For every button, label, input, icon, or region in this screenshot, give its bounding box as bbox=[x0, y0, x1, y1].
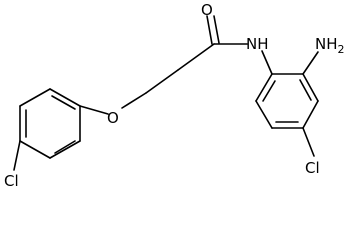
bond bbox=[255, 100, 273, 129]
atom-label-cl-right: Cl bbox=[305, 159, 320, 177]
atom-label-cl-left: Cl bbox=[4, 172, 19, 189]
atom-label-o-ether: O bbox=[107, 109, 119, 127]
aminochlorophenyl-ring bbox=[255, 73, 319, 129]
chlorophenyl-ring bbox=[19, 88, 81, 159]
atom-label-nh: NH bbox=[246, 35, 269, 53]
bond bbox=[302, 100, 319, 129]
structure-svg: Cl O O NH NH2 Cl bbox=[4, 1, 345, 189]
atom-label-o-carbonyl: O bbox=[201, 1, 213, 19]
bond-ring-cl bbox=[302, 127, 315, 157]
bond bbox=[19, 140, 51, 159]
atom-label-nh2: NH2 bbox=[315, 35, 345, 56]
bond-carbonyl-double-1 bbox=[206, 15, 213, 45]
bond-ring-cl bbox=[13, 140, 21, 171]
bond bbox=[302, 73, 319, 102]
bond-ch2-carbonyl bbox=[177, 43, 215, 71]
bond bbox=[19, 88, 51, 107]
double-bond bbox=[299, 79, 312, 101]
bond bbox=[49, 140, 81, 159]
bond bbox=[49, 88, 81, 107]
double-bond bbox=[51, 95, 76, 110]
double-bond bbox=[262, 80, 276, 102]
bond-o-ch2 bbox=[121, 92, 147, 109]
bond-carbonyl-double-2 bbox=[213, 15, 220, 44]
bond-ch2-ch2 bbox=[145, 69, 179, 94]
bond-nh-ring bbox=[261, 50, 273, 75]
nh2-main: NH bbox=[315, 35, 338, 53]
double-bond bbox=[54, 140, 76, 154]
bond bbox=[255, 73, 273, 102]
molecule-diagram: Cl O O NH NH2 Cl bbox=[4, 1, 345, 189]
bond-ring-nh2 bbox=[302, 51, 319, 75]
bond-ring-o bbox=[79, 105, 109, 115]
nh2-subscript: 2 bbox=[338, 43, 345, 56]
